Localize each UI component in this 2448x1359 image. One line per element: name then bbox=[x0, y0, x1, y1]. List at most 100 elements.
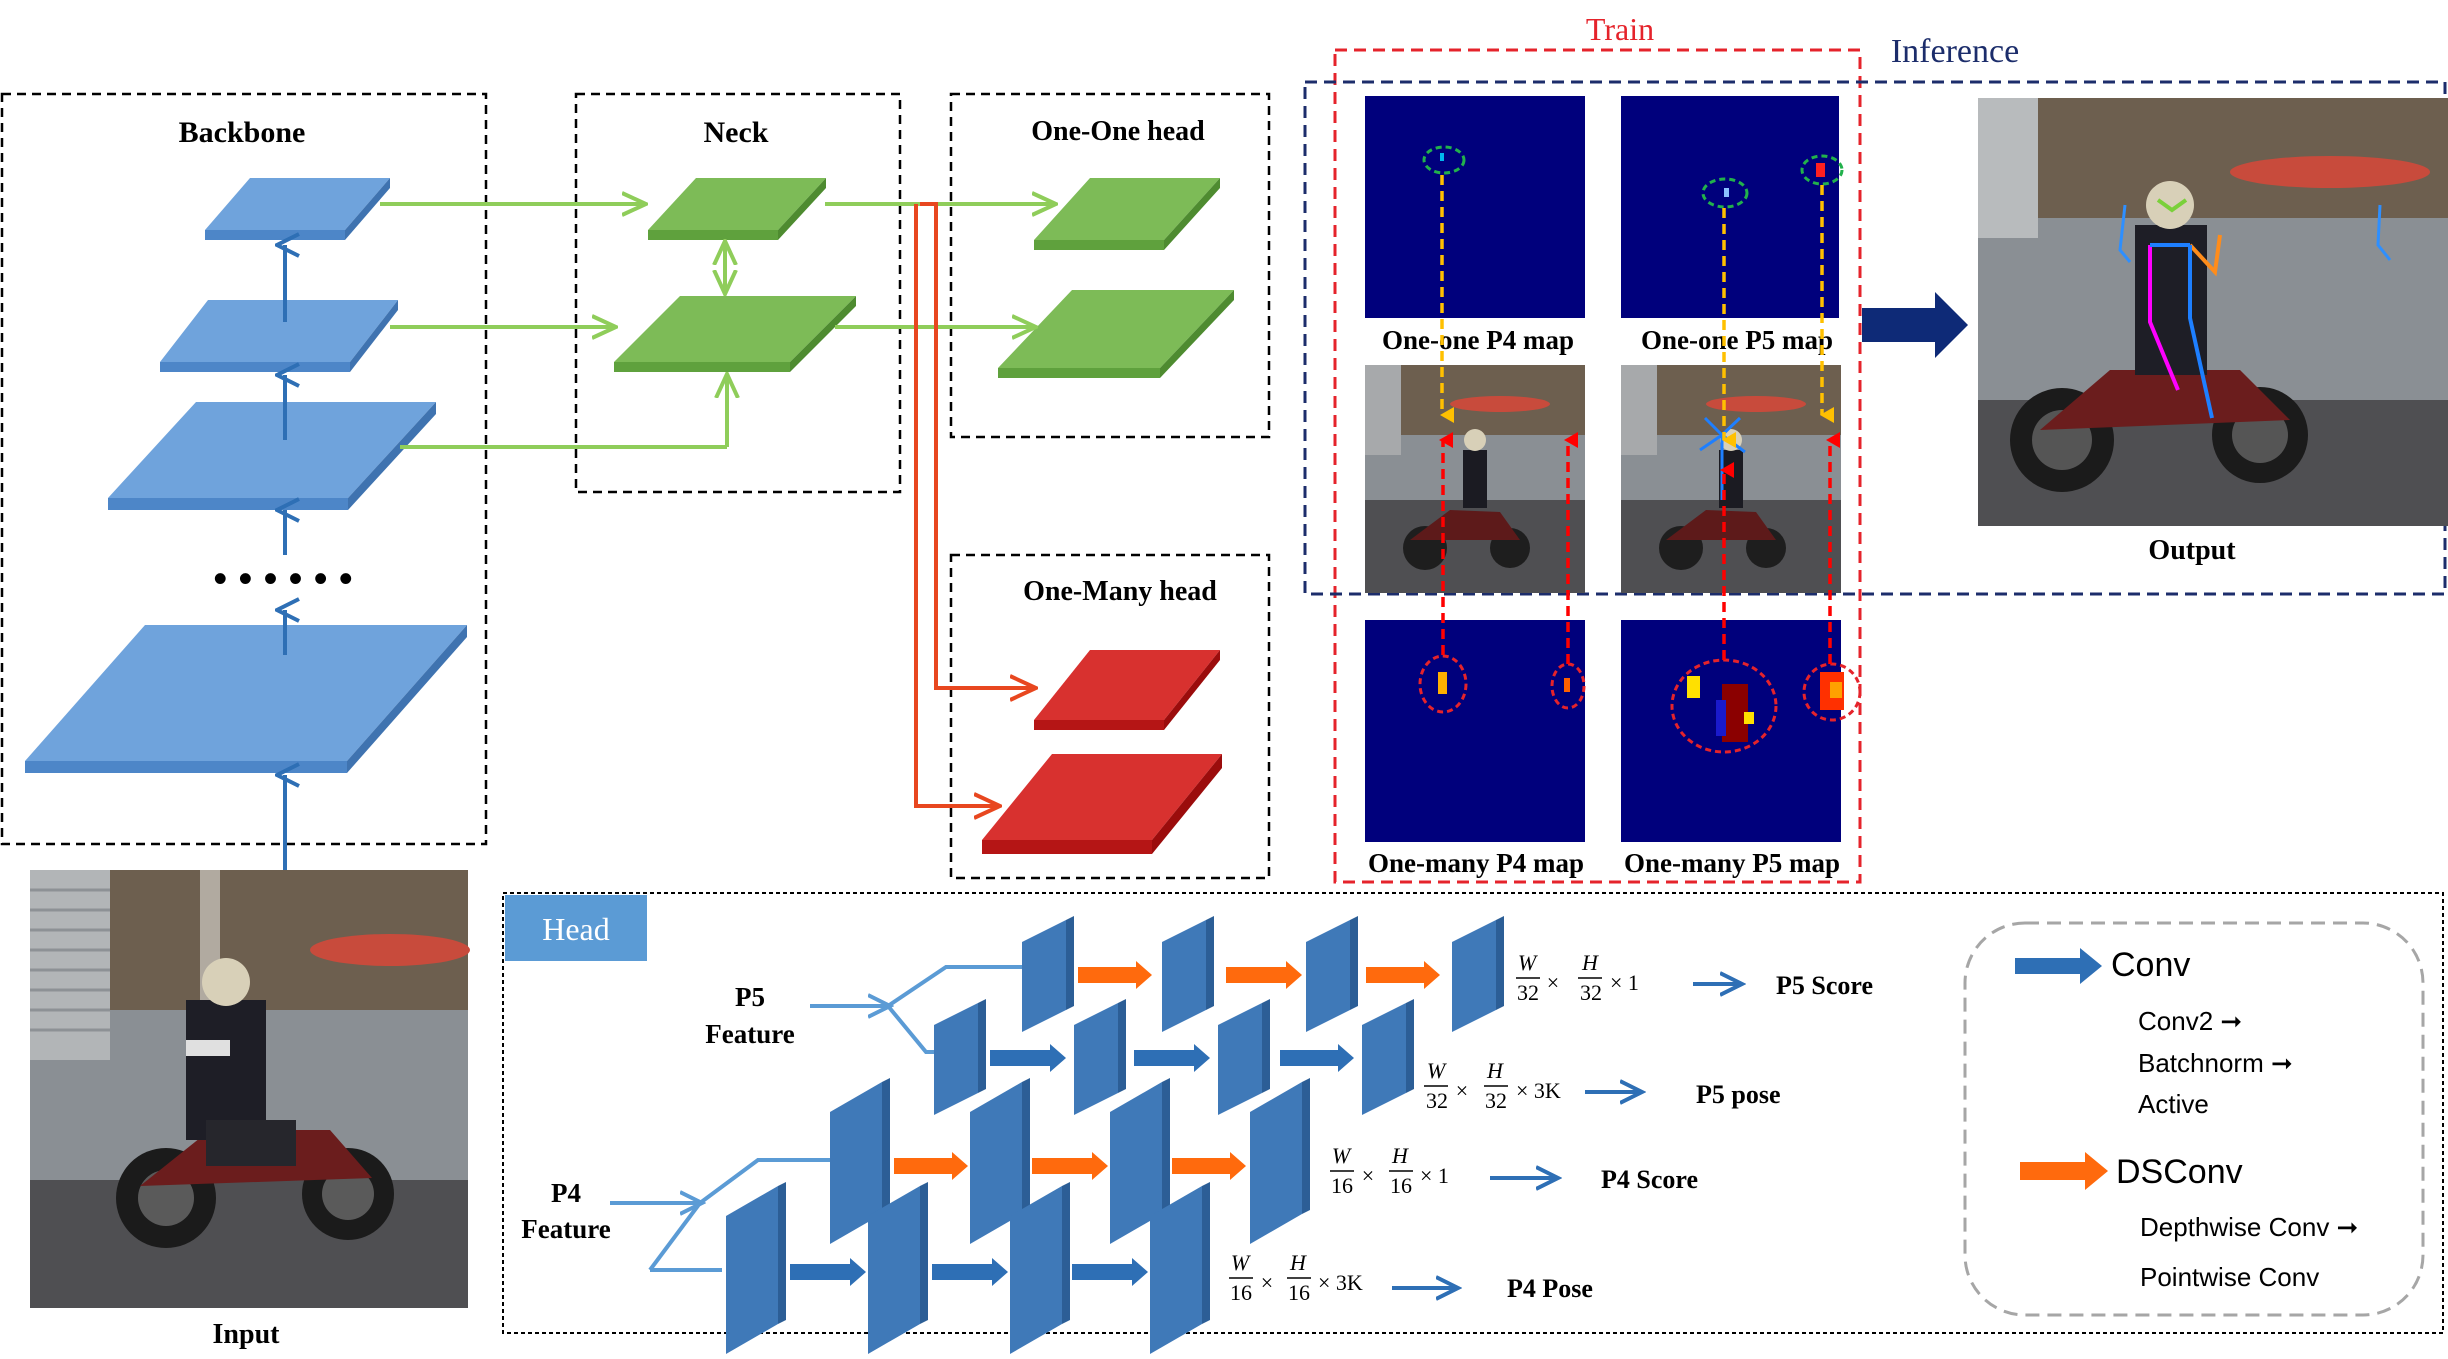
svg-text:W: W bbox=[1231, 1250, 1251, 1275]
backbone-layer-1 bbox=[205, 178, 390, 240]
svg-text:16: 16 bbox=[1331, 1173, 1353, 1198]
backbone-neck-connectors bbox=[380, 204, 727, 449]
p4-score-dsconv-arrow-2 bbox=[1032, 1152, 1108, 1180]
p4-pose-block-3 bbox=[1010, 1182, 1070, 1354]
svg-text:32: 32 bbox=[1517, 980, 1539, 1005]
mp5-hotspot-4 bbox=[1744, 712, 1754, 724]
p5-pose-label: P5 pose bbox=[1696, 1080, 1781, 1109]
one-many-head-layer-2 bbox=[982, 754, 1222, 854]
train-label: Train bbox=[1586, 11, 1654, 47]
p4-score-block-2 bbox=[970, 1078, 1030, 1244]
one-one-head-layer-1 bbox=[1034, 178, 1220, 250]
inference-label: Inference bbox=[1891, 33, 2019, 70]
backbone-ellipsis: • • • • • • bbox=[213, 557, 353, 601]
p4-score-block-1 bbox=[830, 1078, 890, 1244]
p5-score-block-2 bbox=[1162, 916, 1214, 1032]
svg-text:×: × bbox=[1547, 970, 1559, 995]
p5-pose-block-4 bbox=[1362, 999, 1414, 1115]
p5-score-dsconv-arrow-3 bbox=[1366, 961, 1440, 989]
output-image bbox=[1978, 98, 2448, 526]
mp4-hotspot-2 bbox=[1564, 678, 1570, 692]
neck-layer-bottom bbox=[614, 296, 856, 372]
p4-pose-block-2 bbox=[868, 1182, 928, 1354]
one-many-head-box bbox=[949, 553, 1271, 880]
one-one-p4-map bbox=[1365, 96, 1585, 318]
p4-circle bbox=[1422, 145, 1466, 175]
p4-score-dsconv-arrow-1 bbox=[894, 1152, 968, 1180]
label-one-one-p4: One-one P4 map bbox=[1382, 325, 1574, 355]
svg-text:×: × bbox=[1456, 1078, 1468, 1103]
p4-score-block-4 bbox=[1250, 1078, 1310, 1244]
neck-arrows bbox=[725, 245, 727, 447]
p5-feature-label-1: P5 bbox=[735, 982, 765, 1012]
conv-legend-arrow bbox=[2015, 948, 2102, 984]
one-one-p5-photo bbox=[1621, 365, 1841, 593]
backbone-layer-4 bbox=[25, 625, 467, 773]
p5-score-dsconv-arrow-1 bbox=[1078, 961, 1152, 989]
p5-feature-label-2: Feature bbox=[705, 1019, 794, 1049]
svg-text:32: 32 bbox=[1580, 980, 1602, 1005]
p4-pose-conv-arrow-2 bbox=[932, 1258, 1008, 1286]
svg-text:× 1: × 1 bbox=[1610, 970, 1639, 995]
mp4-hotspot-1 bbox=[1438, 672, 1447, 694]
p5-score-formula: W 32 × H 32 × 1 bbox=[1516, 950, 1639, 1005]
p5-hotspot-2 bbox=[1816, 163, 1825, 177]
one-one-p4-photo bbox=[1365, 365, 1585, 593]
p5-circle-2 bbox=[1800, 154, 1844, 186]
one-one-head-layer-2 bbox=[998, 290, 1234, 378]
neck-layer-top bbox=[648, 178, 826, 240]
dsconv-legend-item-2: Pointwise Conv bbox=[2140, 1262, 2319, 1292]
p5-pose-block-2 bbox=[1074, 999, 1126, 1115]
train-box bbox=[1333, 48, 1862, 884]
svg-text:H: H bbox=[1289, 1250, 1307, 1275]
label-one-one-p5: One-one P5 map bbox=[1641, 325, 1833, 355]
p4-pose-conv-arrow-3 bbox=[1072, 1258, 1148, 1286]
backbone-layer-2 bbox=[160, 300, 398, 372]
svg-text:W: W bbox=[1427, 1058, 1447, 1083]
svg-text:16: 16 bbox=[1288, 1280, 1310, 1305]
p4-score-formula: W 16 × H 16 × 1 bbox=[1330, 1143, 1449, 1198]
p4-score-block-3 bbox=[1110, 1078, 1170, 1244]
neck-head-red-arrows bbox=[914, 202, 1032, 806]
head-section-box bbox=[502, 892, 2444, 1334]
inference-arrow bbox=[1862, 292, 1968, 358]
svg-text:×: × bbox=[1362, 1163, 1374, 1188]
neck-box bbox=[574, 92, 902, 494]
mp5-circle-2 bbox=[1802, 662, 1862, 722]
p4-pose-block-1 bbox=[726, 1182, 786, 1354]
p5-circle-1 bbox=[1701, 177, 1749, 209]
dsconv-legend-arrow bbox=[2020, 1152, 2108, 1190]
mp4-circle-1 bbox=[1418, 654, 1468, 714]
p5-pose-block-1 bbox=[934, 999, 986, 1115]
label-one-many-p4: One-many P4 map bbox=[1368, 848, 1584, 878]
p5-hotspot-1 bbox=[1724, 188, 1729, 197]
svg-text:×: × bbox=[1261, 1270, 1273, 1295]
mp5-hotspot-6 bbox=[1830, 682, 1842, 698]
p5-pose-block-3 bbox=[1218, 999, 1270, 1115]
dsconv-legend-item-1: Depthwise Conv ➞ bbox=[2140, 1212, 2358, 1242]
svg-text:16: 16 bbox=[1390, 1173, 1412, 1198]
p4-pose-conv-arrow-1 bbox=[790, 1258, 866, 1286]
conv-legend-item-1: Conv2 ➞ bbox=[2138, 1006, 2242, 1036]
p5-score-block-4 bbox=[1452, 916, 1504, 1032]
neck-title: Neck bbox=[704, 116, 769, 149]
p5-score-dsconv-arrow-2 bbox=[1226, 961, 1302, 989]
backbone-title: Backbone bbox=[179, 116, 306, 149]
output-label: Output bbox=[2148, 535, 2236, 566]
p5-pose-conv-arrow-3 bbox=[1280, 1044, 1354, 1072]
svg-text:H: H bbox=[1486, 1058, 1504, 1083]
conv-legend-label: Conv bbox=[2111, 946, 2190, 984]
p5-pose-conv-arrow-1 bbox=[990, 1044, 1066, 1072]
p4-score-dsconv-arrow-3 bbox=[1172, 1152, 1246, 1180]
mp5-hotspot-2 bbox=[1722, 684, 1748, 742]
svg-text:× 3K: × 3K bbox=[1318, 1270, 1363, 1295]
one-many-p4-map bbox=[1365, 620, 1585, 842]
backbone-layer-3 bbox=[108, 402, 436, 510]
p4-score-label: P4 Score bbox=[1601, 1165, 1698, 1194]
p5-pose-conv-arrow-2 bbox=[1134, 1044, 1210, 1072]
mp4-circle-2 bbox=[1550, 662, 1586, 710]
svg-text:W: W bbox=[1518, 950, 1538, 975]
svg-text:H: H bbox=[1391, 1143, 1409, 1168]
p5-score-block-1 bbox=[1022, 916, 1074, 1032]
svg-text:H: H bbox=[1581, 950, 1599, 975]
